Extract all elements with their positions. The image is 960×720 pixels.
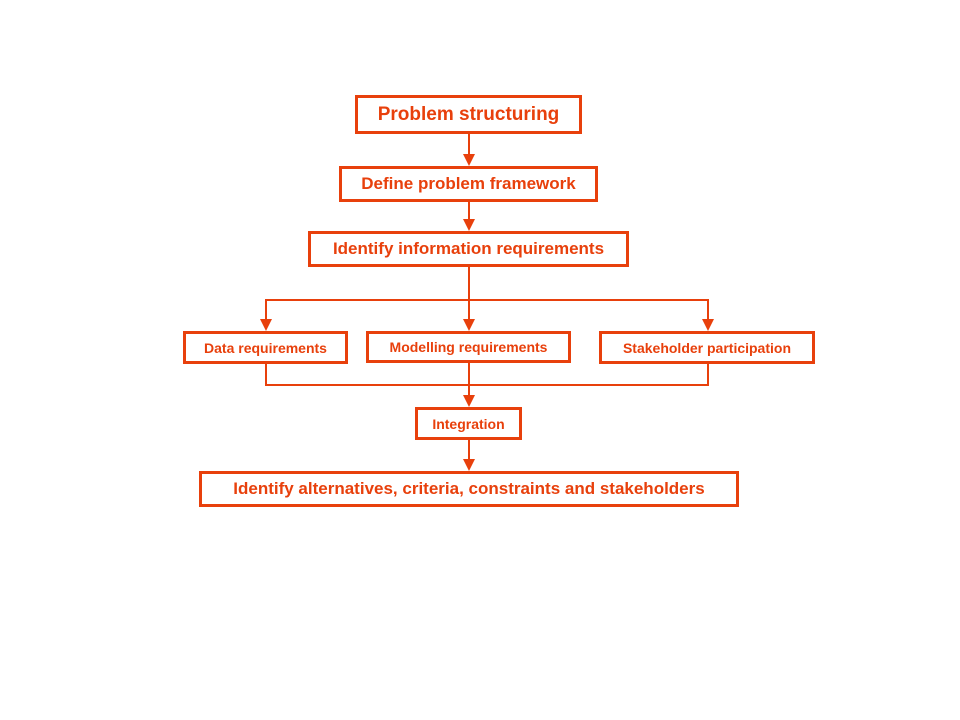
arrowhead-3	[260, 319, 272, 331]
node-label: Modelling requirements	[389, 339, 548, 355]
node-identify-alternatives: Identify alternatives, criteria, constra…	[199, 471, 739, 507]
node-define-problem-framework: Define problem framework	[339, 166, 598, 202]
node-identify-information-requirements: Identify information requirements	[308, 231, 629, 267]
node-integration: Integration	[415, 407, 522, 440]
node-label: Integration	[432, 415, 505, 432]
node-label: Define problem framework	[361, 174, 576, 193]
node-label: Problem structuring	[377, 103, 560, 125]
arrowhead-7	[463, 459, 475, 471]
arrowhead-1	[463, 154, 475, 166]
node-label: Data requirements	[204, 339, 327, 356]
arrowhead-6	[463, 395, 475, 407]
arrowhead-5	[702, 319, 714, 331]
node-label: Stakeholder participation	[622, 339, 792, 356]
arrowhead-4	[463, 319, 475, 331]
node-modelling-requirements: Modelling requirements	[366, 331, 571, 363]
node-label: Identify information requirements	[332, 239, 605, 258]
arrowhead-2	[463, 219, 475, 231]
node-problem-structuring: Problem structuring	[355, 95, 582, 134]
node-label: Identify alternatives, criteria, constra…	[233, 479, 705, 498]
node-stakeholder-participation: Stakeholder participation	[599, 331, 815, 364]
node-data-requirements: Data requirements	[183, 331, 348, 364]
